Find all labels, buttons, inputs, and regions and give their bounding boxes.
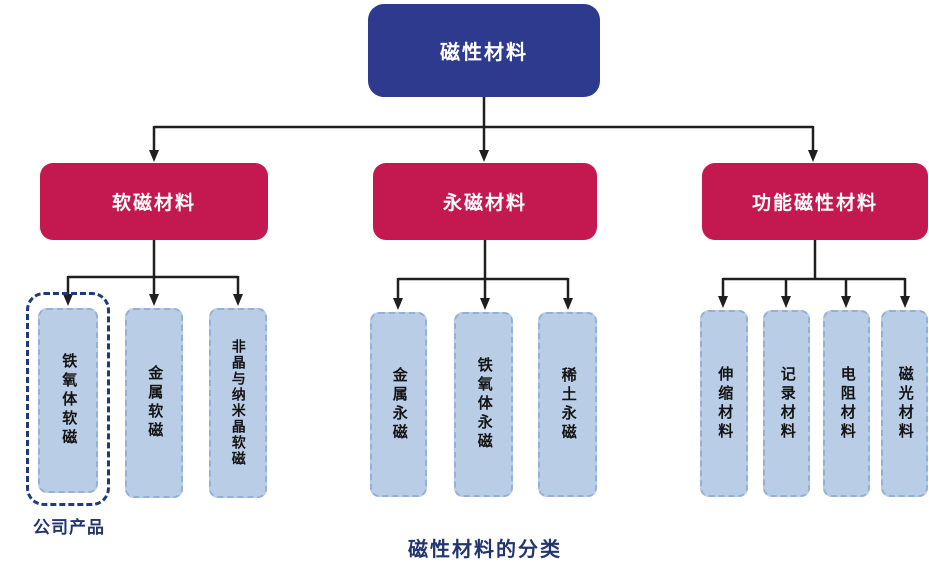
leaf-node-label: 磁光材料: [896, 365, 914, 442]
branch-node-label: 软磁材料: [111, 193, 196, 214]
level1-connectors: [152, 97, 815, 151]
leaf-node-magneto-optical-materials: 磁光材料: [881, 310, 928, 497]
leaf-node-label: 电阻材料: [838, 365, 856, 442]
branch-node-soft-magnetic: 软磁材料: [40, 163, 268, 240]
leaf-node-ferrite-permanent-magnet: 铁氧体永磁: [454, 312, 513, 497]
leaf-node-label: 非晶与纳米晶软磁: [230, 339, 247, 467]
branch-node-permanent-magnetic: 永磁材料: [373, 163, 597, 240]
leaf-node-magnetostrictive-materials: 伸缩材料: [700, 310, 748, 497]
leaf-node-resistance-materials: 电阻材料: [823, 310, 870, 497]
level2-arrowheads-functional: [718, 296, 910, 308]
company-product-label: 公司产品: [33, 518, 105, 537]
leaf-node-label: 铁氧体软磁: [60, 353, 78, 448]
leaf-node-label: 伸缩材料: [716, 365, 734, 442]
branch-node-label: 功能磁性材料: [751, 193, 878, 214]
leaf-node-metal-soft-magnet: 金属软磁: [125, 308, 183, 498]
level2-connectors-permanent: [396, 240, 570, 299]
root-node-magnetic-materials: 磁性材料: [368, 4, 600, 97]
diagram-caption: 磁性材料的分类: [408, 539, 562, 561]
branch-node-label: 永磁材料: [442, 193, 527, 214]
leaf-node-label: 金属永磁: [390, 366, 408, 443]
leaf-node-ferrite-soft-magnet: 铁氧体软磁: [38, 308, 98, 493]
level2-connectors-soft: [66, 240, 240, 295]
root-node-label: 磁性材料: [440, 42, 528, 64]
leaf-node-metal-permanent-magnet: 金属永磁: [370, 312, 427, 497]
leaf-node-label: 金属软磁: [146, 365, 164, 441]
level2-connectors-functional: [721, 240, 907, 297]
branch-node-functional-magnetic: 功能磁性材料: [702, 163, 928, 240]
leaf-node-label: 铁氧体永磁: [475, 357, 493, 452]
leaf-node-label: 记录材料: [778, 365, 796, 442]
leaf-node-label: 稀土永磁: [559, 366, 577, 443]
leaf-node-amorphous-nanocrystalline-soft-magnet: 非晶与纳米晶软磁: [209, 308, 267, 498]
leaf-node-recording-materials: 记录材料: [763, 310, 810, 497]
company-product-highlight-frame: [26, 292, 110, 506]
level1-arrowheads: [149, 150, 818, 162]
level2-arrowheads-permanent: [393, 298, 573, 310]
leaf-node-rare-earth-permanent-magnet: 稀土永磁: [538, 312, 597, 497]
